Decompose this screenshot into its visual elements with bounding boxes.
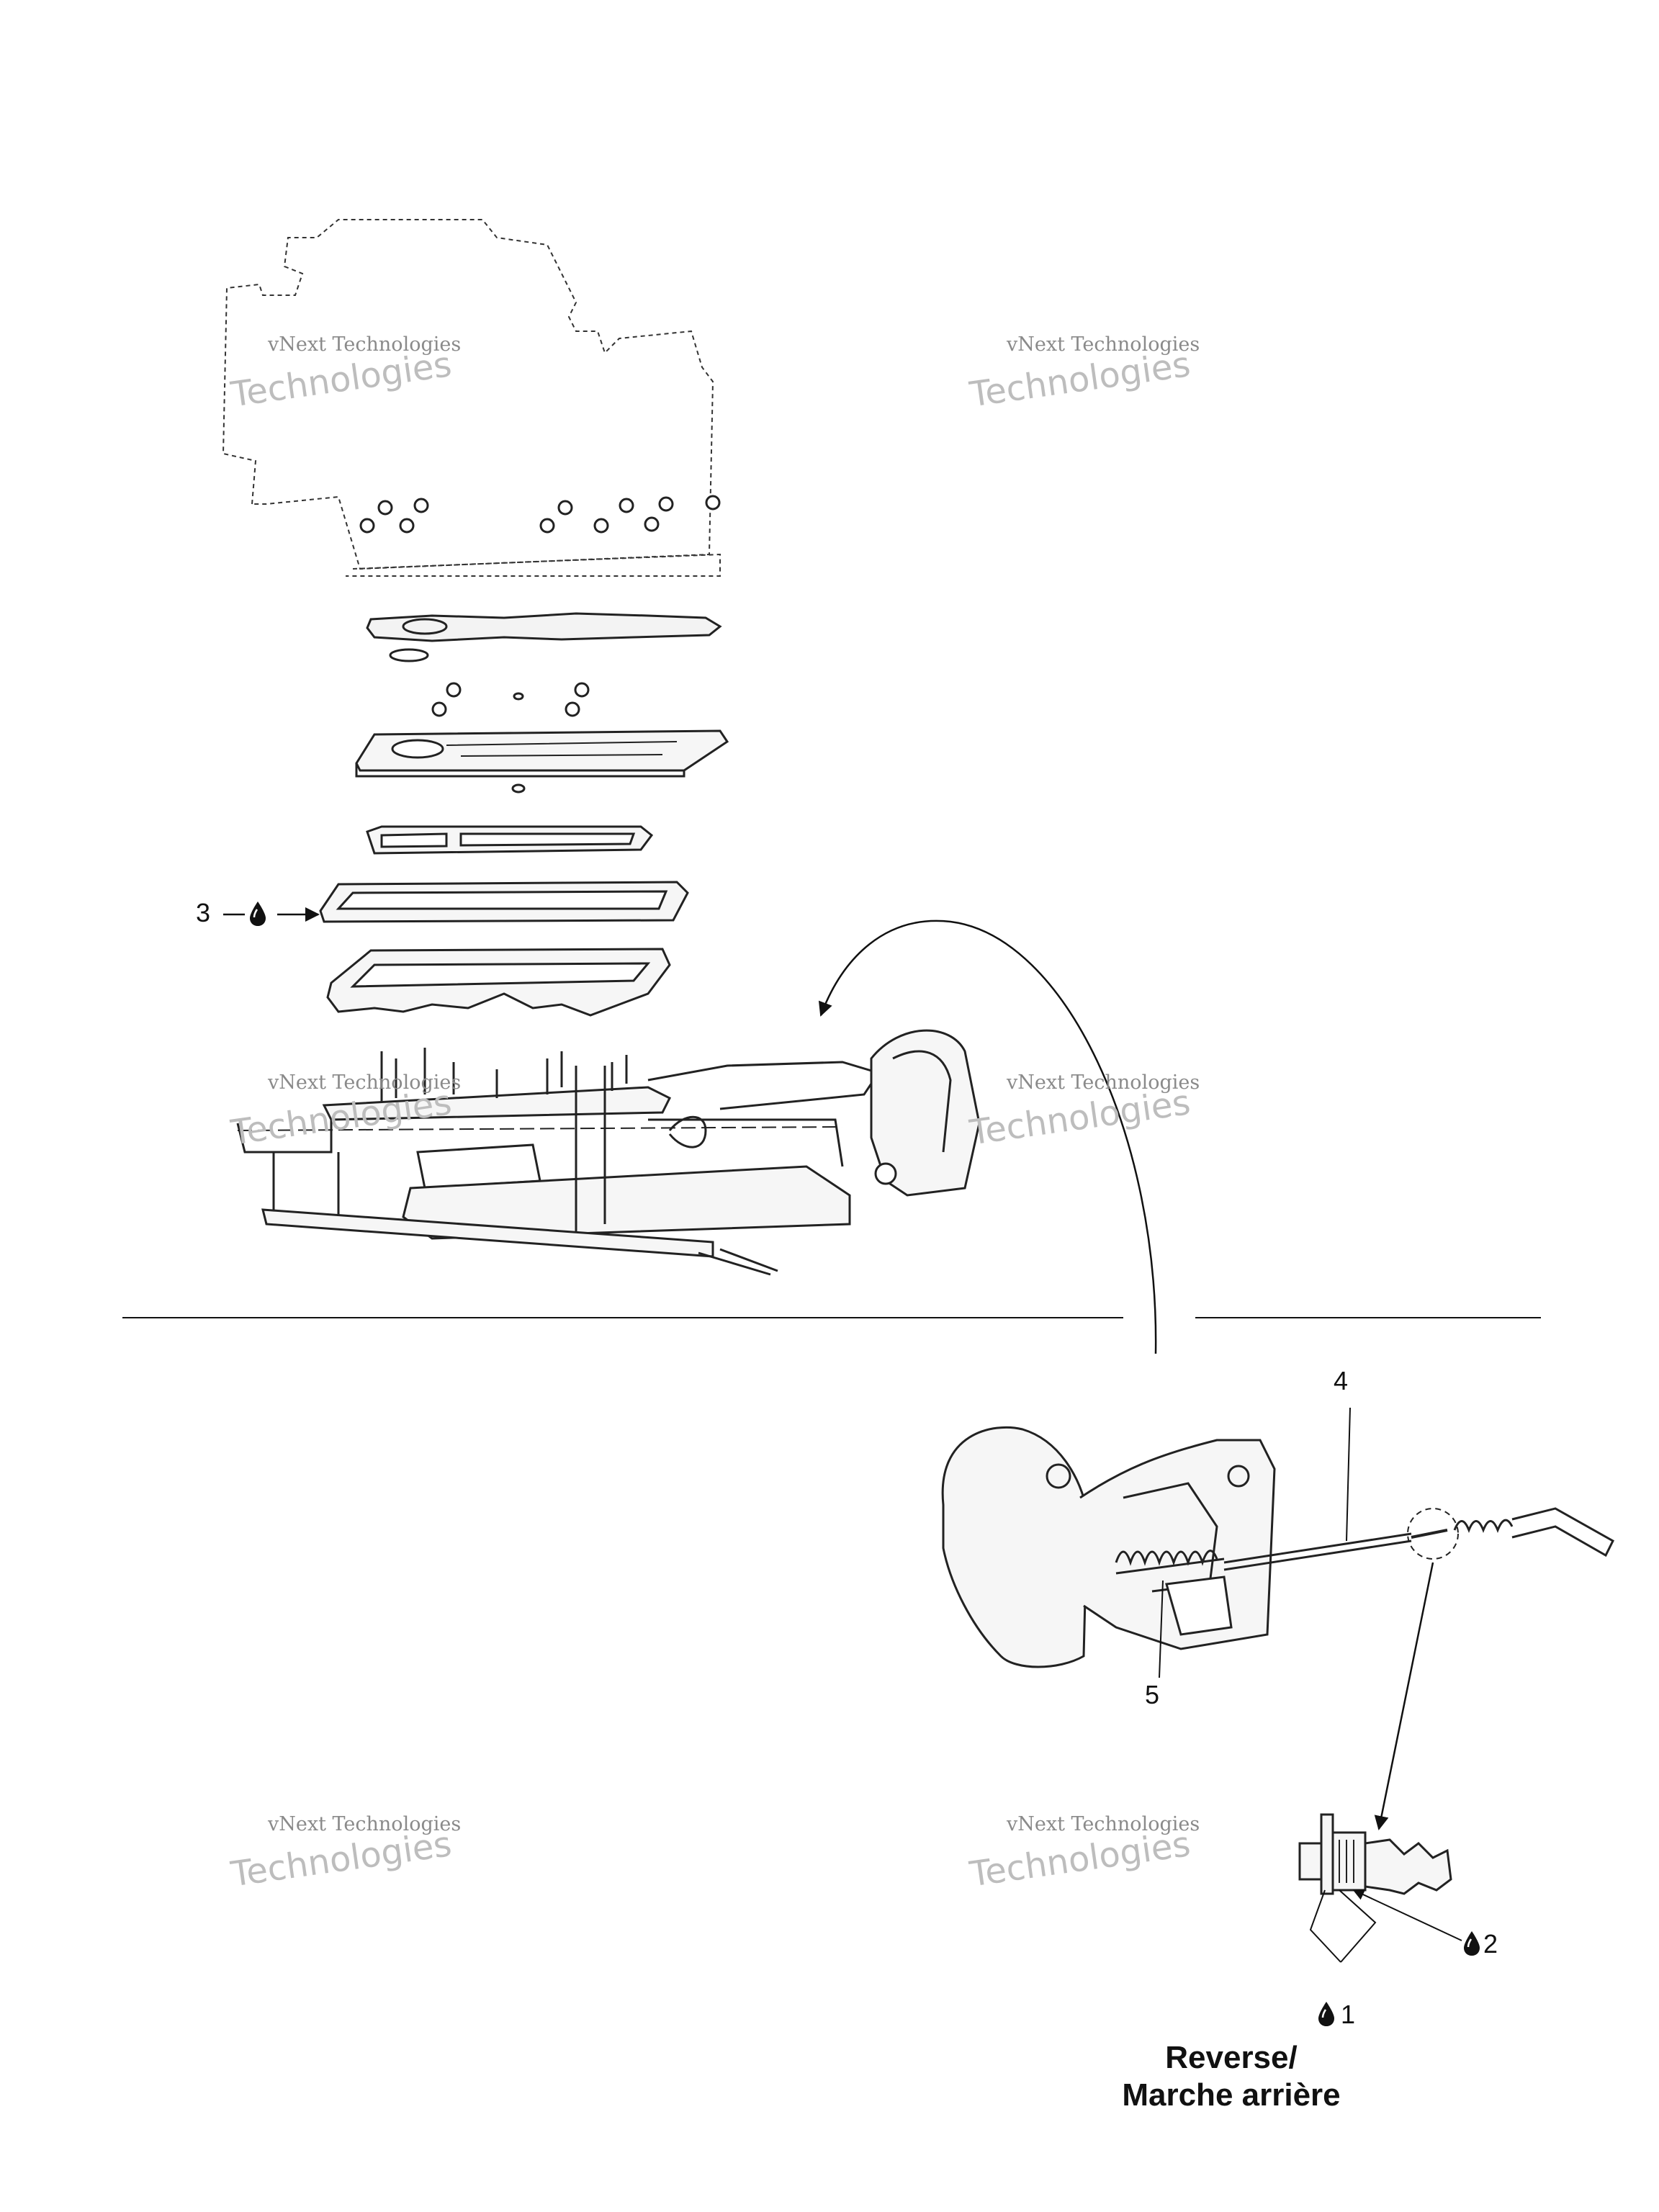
reverse-assembly bbox=[941, 1426, 1614, 1668]
lower-plate bbox=[326, 948, 671, 1017]
seal-frame bbox=[319, 881, 689, 923]
drive-assembly bbox=[236, 1029, 981, 1276]
watermark-text: vNext Technologies bbox=[1007, 1813, 1200, 1835]
watermark-text: vNext Technologies bbox=[268, 1071, 462, 1094]
callout-2: 2 bbox=[1483, 1929, 1498, 1959]
callout-4: 4 bbox=[1334, 1366, 1349, 1395]
caption-line-2: Marche arrière bbox=[1122, 2077, 1341, 2113]
detail-fitting bbox=[1298, 1813, 1452, 1895]
callout-1: 1 bbox=[1341, 2000, 1356, 2029]
oil-drop-icon bbox=[1464, 1931, 1480, 1956]
callout-5: 5 bbox=[1145, 1680, 1160, 1709]
adapter-nuts bbox=[431, 682, 590, 793]
leader-5 bbox=[1159, 1580, 1164, 1678]
leader-4 bbox=[1346, 1407, 1351, 1542]
caption-line-1: Reverse/ bbox=[1165, 2040, 1298, 2075]
oil-drop-icon bbox=[1318, 2002, 1334, 2026]
detail-arrow bbox=[1374, 1562, 1434, 1830]
adapter-plate bbox=[355, 729, 729, 778]
curved-arrow bbox=[818, 920, 1157, 1354]
gasket-middle bbox=[366, 825, 654, 855]
watermark-text: vNext Technologies bbox=[268, 1813, 462, 1835]
watermark-text: vNext Technologies bbox=[1007, 333, 1200, 356]
oil-drop-icon bbox=[250, 902, 266, 926]
engine-nuts bbox=[359, 495, 721, 534]
callout-3: 3 bbox=[196, 898, 211, 927]
watermark-text: vNext Technologies bbox=[268, 333, 462, 356]
gasket-top bbox=[366, 612, 722, 662]
engine-outline bbox=[222, 219, 721, 577]
reverse-caption: Reverse/ Marche arrière bbox=[1066, 2039, 1397, 2114]
watermark-text: vNext Technologies bbox=[1007, 1071, 1200, 1094]
detail-leaders bbox=[1309, 1889, 1462, 1963]
